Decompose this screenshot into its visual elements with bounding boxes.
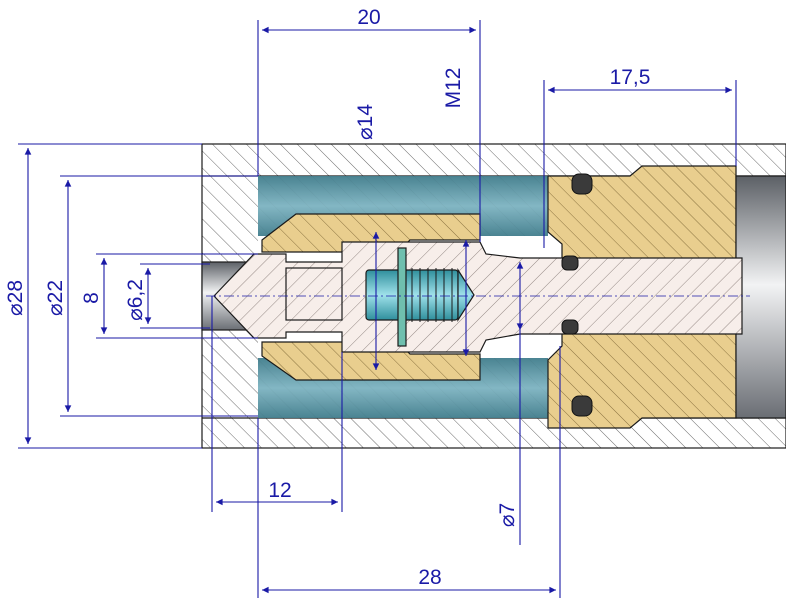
- outlet-tube: [735, 175, 786, 419]
- dim-14-label: ⌀14: [354, 104, 377, 140]
- dim-m12-label: M12: [442, 68, 465, 109]
- dim-diameter-22: ⌀22: [44, 175, 258, 417]
- dim-thread-m12: M12: [442, 68, 470, 356]
- dim-height-8: 8: [80, 253, 258, 339]
- dim-22-diameter-label: ⌀22: [44, 280, 67, 316]
- dim-17-5-label: 17,5: [610, 66, 651, 89]
- dim-bottom-28: 28: [257, 346, 561, 598]
- dim-diameter-14: ⌀14: [354, 104, 380, 370]
- dim-28-diameter-label: ⌀28: [4, 280, 27, 316]
- dim-12-label: 12: [268, 479, 291, 502]
- dim-7-label: ⌀7: [496, 503, 519, 527]
- dim-top-20: 20: [257, 6, 481, 242]
- dim-right-17-5: 17,5: [543, 66, 737, 248]
- dim-diameter-6-2: ⌀6,2: [124, 263, 210, 329]
- valve-seat-upper: [261, 213, 481, 253]
- dim-diameter-7: ⌀7: [496, 262, 524, 545]
- dim-bottom-12: 12: [211, 296, 343, 512]
- dim-20-label: 20: [357, 6, 380, 29]
- dim-28-label: 28: [418, 566, 441, 589]
- dim-diameter-28: ⌀28: [4, 143, 202, 449]
- o-ring-seals: [561, 173, 593, 417]
- dim-6-2-label: ⌀6,2: [124, 279, 147, 321]
- dim-8-label: 8: [80, 292, 103, 304]
